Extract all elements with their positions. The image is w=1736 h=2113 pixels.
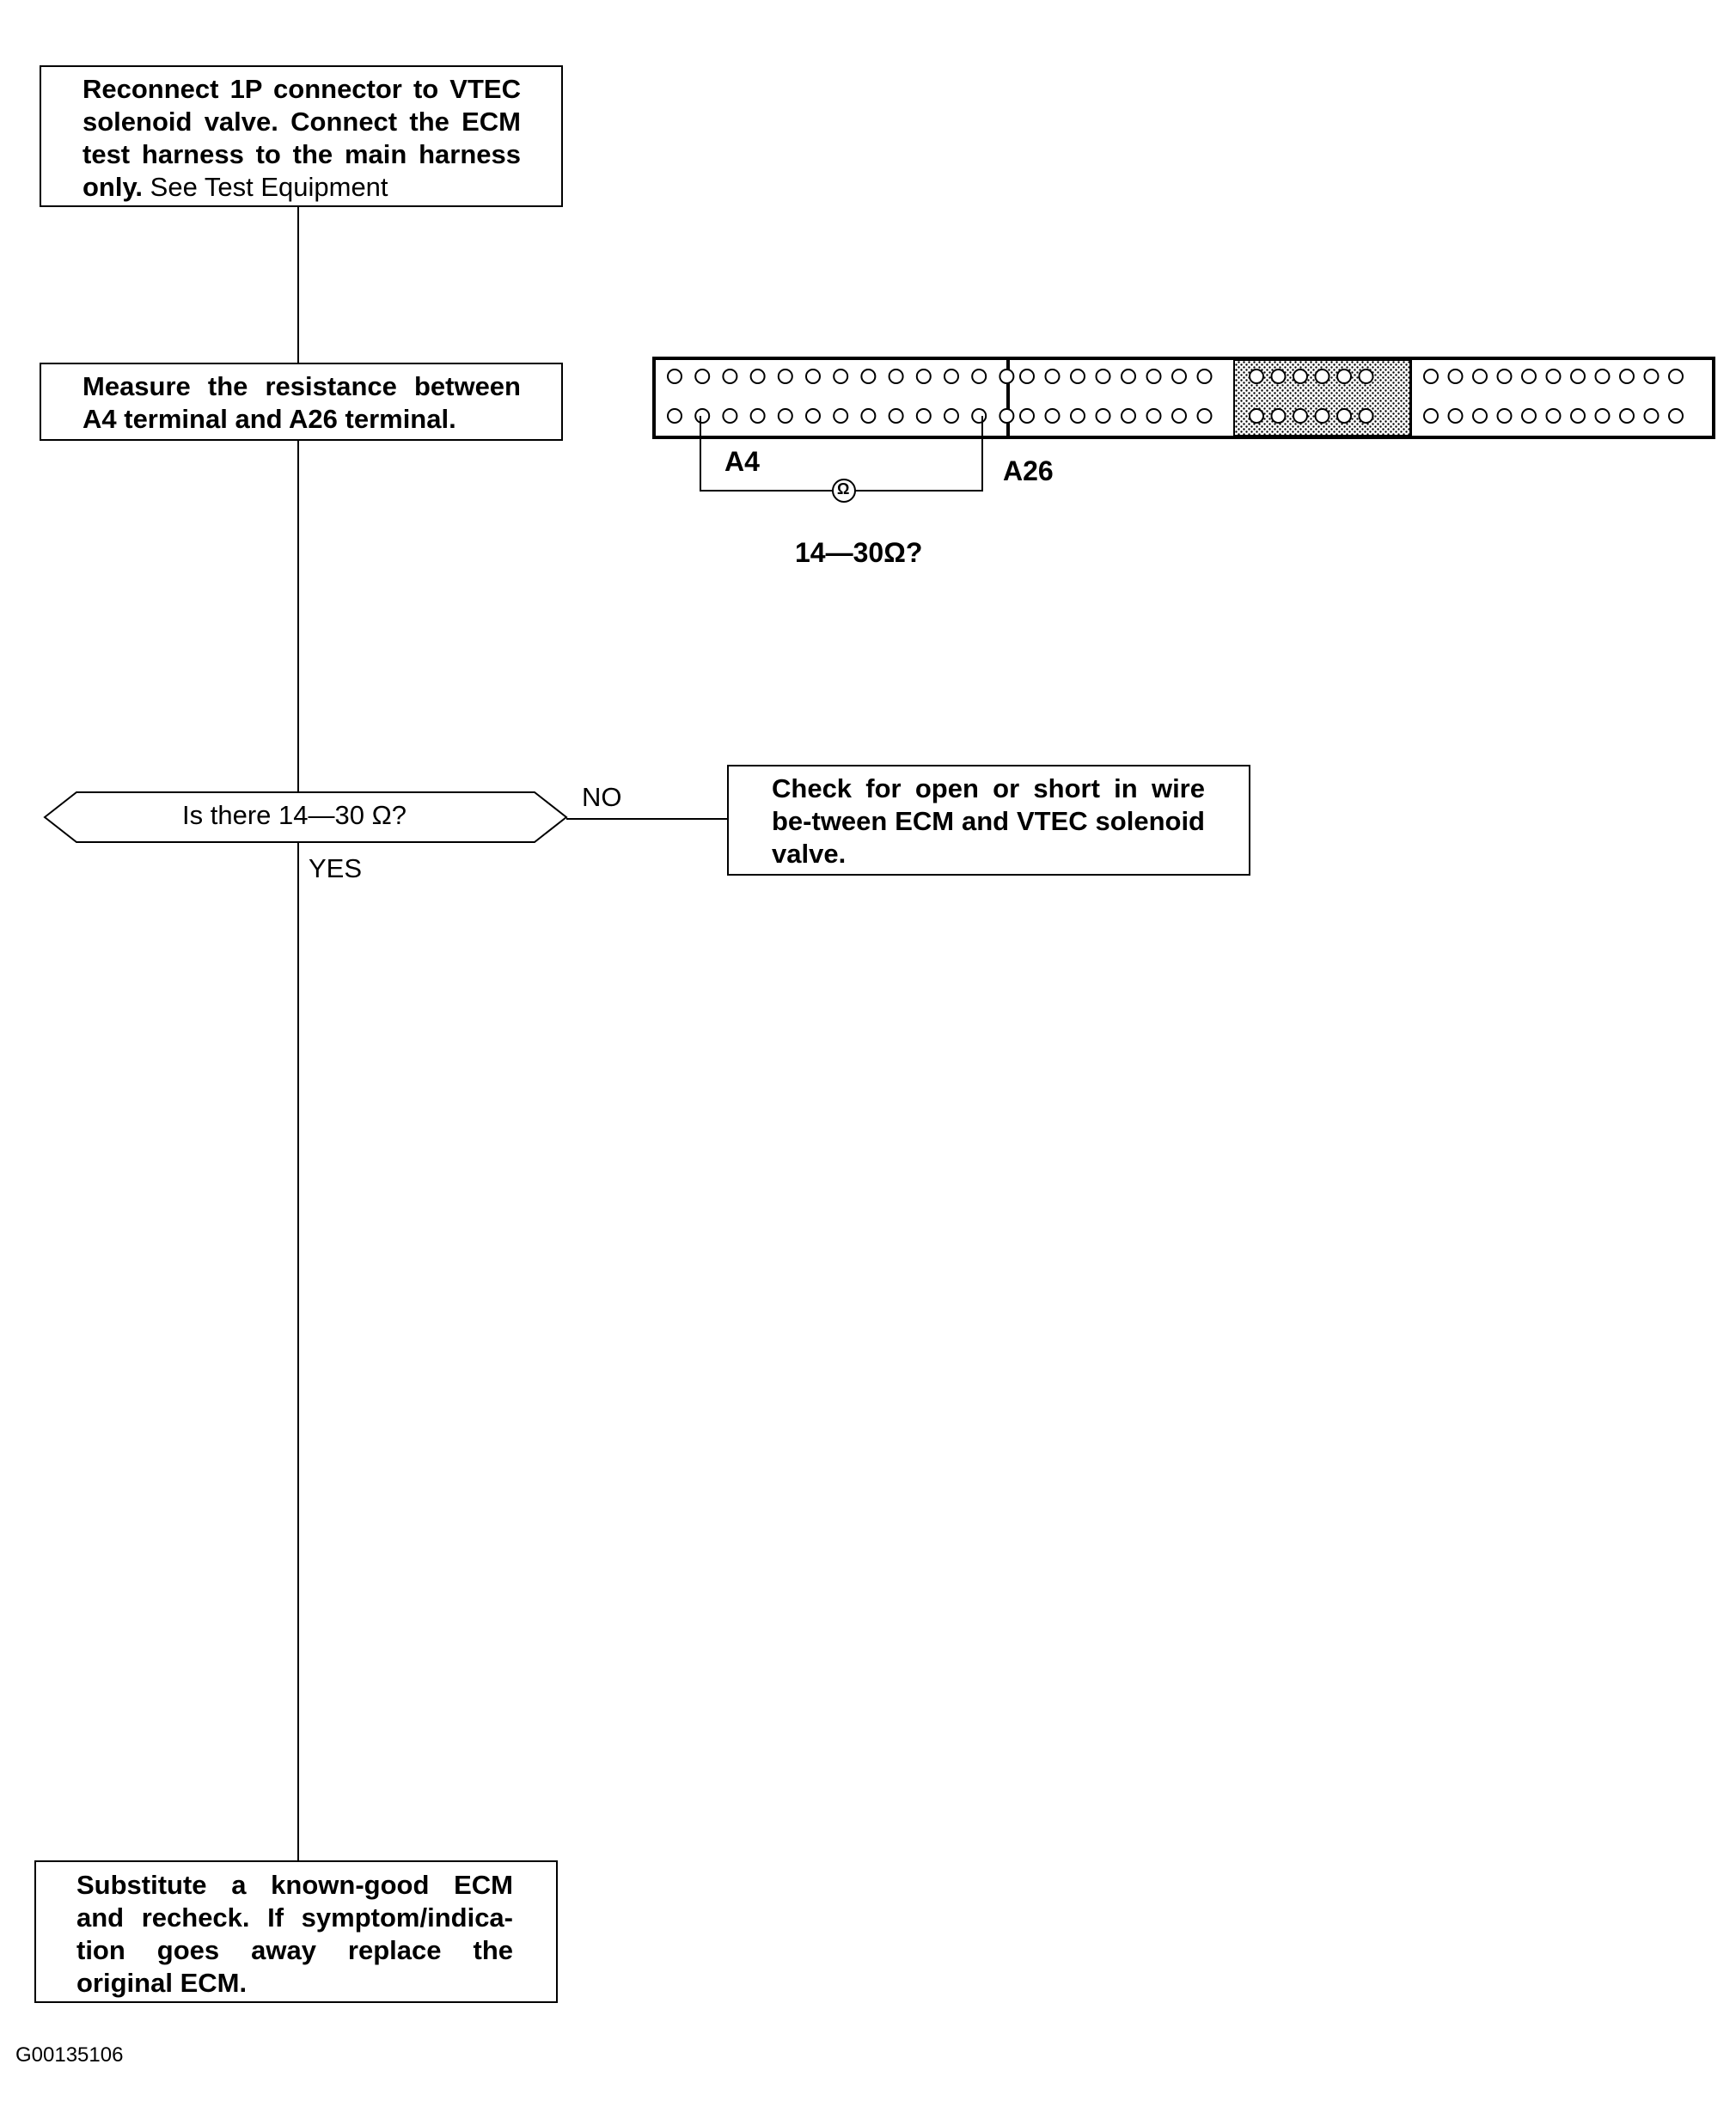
connector-pin <box>1249 369 1264 384</box>
connector-pin <box>1423 369 1439 384</box>
connector-pin <box>1196 369 1213 384</box>
connector-pin <box>1570 408 1586 424</box>
yes-action-box: Substitute a known-good ECM and recheck.… <box>34 1860 558 2003</box>
connector-pin <box>1171 408 1187 424</box>
connector-pin <box>888 408 904 424</box>
connector-pin <box>1594 369 1611 384</box>
connector-pin <box>1336 369 1352 384</box>
connector-pin <box>1521 369 1537 384</box>
yes-action-text: Substitute a known-good ECM and recheck.… <box>76 1870 513 1998</box>
figure-id: G00135106 <box>15 2043 124 2067</box>
connector-pin <box>1095 408 1111 424</box>
connector-pin <box>1146 369 1162 384</box>
connector-pin <box>1358 369 1374 384</box>
connector-pin <box>1070 369 1085 384</box>
connector-pin <box>999 369 1015 384</box>
connector-pin <box>1472 408 1488 424</box>
connector-pin <box>749 369 766 384</box>
connector-pin <box>833 408 849 424</box>
terminal-a26-label: A26 <box>1003 455 1054 486</box>
step2-box: Measure the resistance between A4 termin… <box>40 363 563 441</box>
resistance-spec-label: 14—30Ω? <box>795 537 923 568</box>
connector-pin <box>1668 369 1684 384</box>
decision-text: Is there 14—30 Ω? <box>182 800 406 830</box>
meter-symbol-label: Ω <box>837 480 850 498</box>
connector-pin <box>1447 369 1464 384</box>
connector-pin <box>1314 408 1330 424</box>
decision-diamond <box>43 791 568 843</box>
connector-pin <box>1545 369 1562 384</box>
meter-leads <box>700 416 983 503</box>
no-action-box: Check for open or short in wire be-tween… <box>727 765 1250 876</box>
step2-text: Measure the resistance between A4 termin… <box>83 371 521 434</box>
connector-pin <box>1293 408 1308 424</box>
connector-pin <box>667 369 682 384</box>
connector-pin <box>777 369 793 384</box>
connector-pin <box>1545 408 1562 424</box>
connector-pin <box>1668 408 1684 424</box>
step1-bold-text: Reconnect 1P connector to VTEC solenoid … <box>83 74 521 202</box>
connector-pin <box>722 369 738 384</box>
connector-pin <box>667 408 682 424</box>
branch-no-label: NO <box>582 782 622 812</box>
connector-pin <box>944 408 959 424</box>
connector-pin <box>1336 408 1352 424</box>
connector-pin <box>915 369 932 384</box>
connector-pin <box>1044 408 1061 424</box>
connector-pin <box>1643 369 1660 384</box>
connector-pin <box>1496 369 1513 384</box>
connector-pin <box>1121 369 1136 384</box>
connector-pin <box>1619 408 1635 424</box>
terminal-a4-label: A4 <box>724 446 760 477</box>
connector-pin <box>1594 408 1611 424</box>
connector-pin <box>860 369 877 384</box>
connector-pin <box>805 369 821 384</box>
step1-box: Reconnect 1P connector to VTEC solenoid … <box>40 65 563 207</box>
connector-pin <box>1270 369 1287 384</box>
ohmmeter-symbol <box>832 479 856 503</box>
connector-pin <box>694 369 711 384</box>
connector-pin <box>1249 408 1264 424</box>
connector-pin <box>1270 408 1287 424</box>
connector-pin <box>1314 369 1330 384</box>
ecm-connector <box>652 357 1715 439</box>
connector-pin <box>1070 408 1085 424</box>
connector-pin <box>888 369 904 384</box>
connector-pin <box>860 408 877 424</box>
connector-pin <box>1447 408 1464 424</box>
connector-pin <box>1019 369 1035 384</box>
connector-pin <box>1196 408 1213 424</box>
connector-pin <box>1423 408 1439 424</box>
connector-pin <box>1293 369 1308 384</box>
connector-pin <box>777 408 793 424</box>
connector-pin <box>1044 369 1061 384</box>
connector-pin <box>749 408 766 424</box>
no-action-text: Check for open or short in wire be-tween… <box>772 773 1205 869</box>
connector-pin <box>971 408 987 424</box>
connector-pin <box>1171 369 1187 384</box>
connector-pin <box>833 369 849 384</box>
connector-pin <box>1570 369 1586 384</box>
connector-pin <box>694 408 711 424</box>
step1-text: Reconnect 1P connector to VTEC solenoid … <box>83 73 521 204</box>
connector-pin <box>1521 408 1537 424</box>
connector-pin <box>1472 369 1488 384</box>
connector-pin <box>1358 408 1374 424</box>
connector-pin <box>1496 408 1513 424</box>
connector-pin <box>1619 369 1635 384</box>
connector-pin <box>1643 408 1660 424</box>
connector-pin <box>722 408 738 424</box>
connector-pin <box>999 408 1015 424</box>
connector-pin <box>971 369 987 384</box>
connector-pin <box>1019 408 1035 424</box>
connector-pin <box>1146 408 1162 424</box>
branch-yes-label: YES <box>309 853 363 883</box>
connector-pin <box>1121 408 1136 424</box>
connector-pin <box>805 408 821 424</box>
connector-pin <box>915 408 932 424</box>
connector-pin <box>944 369 959 384</box>
connector-pin <box>1095 369 1111 384</box>
step1-see-test-equipment: See Test Equipment <box>143 172 388 202</box>
